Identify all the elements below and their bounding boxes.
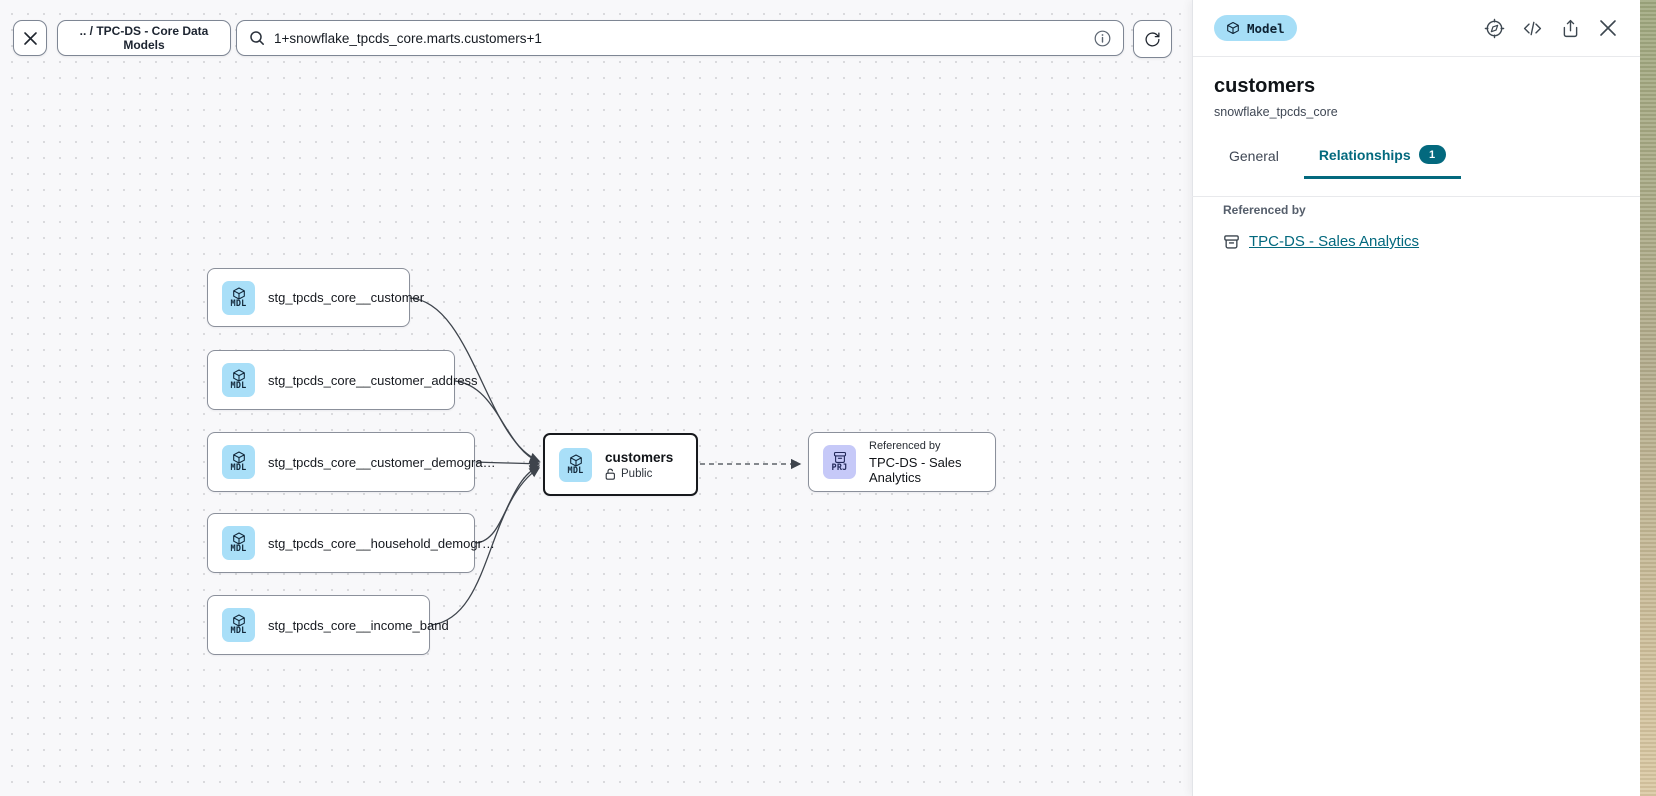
model-icon: MDL	[559, 447, 592, 482]
page-title: customers	[1214, 75, 1316, 97]
node-type-label: MDL	[230, 298, 247, 309]
node-visibility-label: Public	[621, 467, 653, 480]
edge-household-demographics-to-customers	[475, 465, 541, 544]
desktop-wallpaper-sliver	[1640, 0, 1656, 796]
cube-icon	[232, 286, 245, 300]
node-type-label: MDL	[230, 381, 247, 391]
refresh-button[interactable]	[1133, 20, 1172, 58]
tab-label: Relationships	[1318, 146, 1411, 163]
referenced-by-heading: Referenced by	[1223, 203, 1306, 217]
refresh-icon	[1145, 31, 1160, 46]
node-label: stg_tpcds_core__household_demogr…	[268, 535, 495, 551]
node-stg-tpcds-core-income-band[interactable]: MDL stg_tpcds_core__income_band	[207, 595, 449, 655]
node-stg-tpcds-core-household-demographics[interactable]: MDL stg_tpcds_core__household_demogr…	[207, 513, 495, 573]
close-panel-icon[interactable]	[1598, 18, 1618, 38]
referenced-project-link[interactable]: TPC-DS - Sales Analytics	[1249, 233, 1420, 250]
node-reference-caption: Referenced by	[869, 439, 941, 452]
archive-icon	[833, 451, 846, 463]
cube-icon	[569, 453, 582, 467]
model-icon: MDL	[222, 280, 255, 315]
node-type-label: MDL	[230, 544, 247, 554]
search-icon	[250, 31, 264, 45]
cube-icon	[232, 451, 245, 464]
unlock-icon	[605, 468, 615, 480]
cube-icon	[232, 532, 245, 545]
breadcrumb-label: .. / TPC-DS - Core Data Models	[79, 24, 209, 52]
tab-general[interactable]: General	[1214, 133, 1294, 179]
search-input[interactable]	[274, 30, 1085, 46]
cube-icon	[232, 369, 245, 382]
details-panel: Model customers snowflake_tpcds_core Gen…	[1192, 0, 1640, 796]
lineage-edges	[409, 297, 802, 626]
node-type-label: MDL	[230, 626, 247, 636]
details-panel-header: Model	[1193, 0, 1640, 57]
cube-icon	[232, 614, 245, 627]
cube-icon	[1227, 21, 1239, 35]
breadcrumb[interactable]: .. / TPC-DS - Core Data Models	[57, 20, 231, 56]
close-icon	[23, 31, 37, 45]
model-icon: MDL	[222, 363, 255, 397]
tabs-divider	[1192, 196, 1640, 197]
model-icon: MDL	[222, 526, 255, 560]
schema-subtitle: snowflake_tpcds_core	[1214, 105, 1338, 119]
lineage-canvas[interactable]: MDL stg_tpcds_core__customer MDL stg_tpc…	[0, 0, 1192, 796]
referenced-by-item[interactable]: TPC-DS - Sales Analytics	[1223, 233, 1610, 250]
node-label: stg_tpcds_core__customer_demogra…	[268, 454, 496, 470]
node-type-label: PRJ	[831, 463, 848, 473]
tab-relationships[interactable]: Relationships 1	[1303, 133, 1461, 179]
model-icon: MDL	[222, 608, 255, 642]
resource-type-label: Model	[1247, 20, 1285, 36]
code-icon[interactable]	[1522, 18, 1543, 39]
close-lineage-button[interactable]	[13, 20, 47, 56]
node-type-label: MDL	[567, 465, 584, 476]
node-stg-tpcds-core-customer-address[interactable]: MDL stg_tpcds_core__customer_address	[207, 350, 478, 410]
node-customers-selected[interactable]: MDL customers Public	[543, 433, 698, 496]
model-icon: MDL	[222, 445, 255, 479]
node-project-tpcds-sales-analytics[interactable]: PRJ Referenced by TPC-DS - Sales Analyti…	[808, 432, 996, 492]
node-title: customers	[605, 449, 674, 465]
node-label: stg_tpcds_core__customer	[268, 290, 425, 305]
node-stg-tpcds-core-customer[interactable]: MDL stg_tpcds_core__customer	[207, 268, 424, 327]
node-label: TPC-DS - Sales Analytics	[869, 454, 962, 485]
node-label: stg_tpcds_core__income_band	[268, 617, 449, 633]
tab-label: General	[1229, 148, 1279, 164]
archive-icon	[1224, 234, 1239, 249]
resource-type-badge: Model	[1214, 15, 1297, 41]
node-type-label: MDL	[230, 463, 247, 473]
project-icon: PRJ	[823, 445, 856, 479]
share-icon[interactable]	[1560, 18, 1581, 39]
node-label: stg_tpcds_core__customer_address	[268, 372, 478, 388]
node-stg-tpcds-core-customer-demographics[interactable]: MDL stg_tpcds_core__customer_demogra…	[207, 432, 496, 492]
explore-compass-icon[interactable]	[1484, 18, 1505, 39]
lineage-search[interactable]	[236, 20, 1124, 56]
panel-tabs: General Relationships 1	[1214, 133, 1640, 179]
info-icon[interactable]	[1094, 30, 1111, 47]
relationships-count-badge: 1	[1418, 145, 1446, 164]
